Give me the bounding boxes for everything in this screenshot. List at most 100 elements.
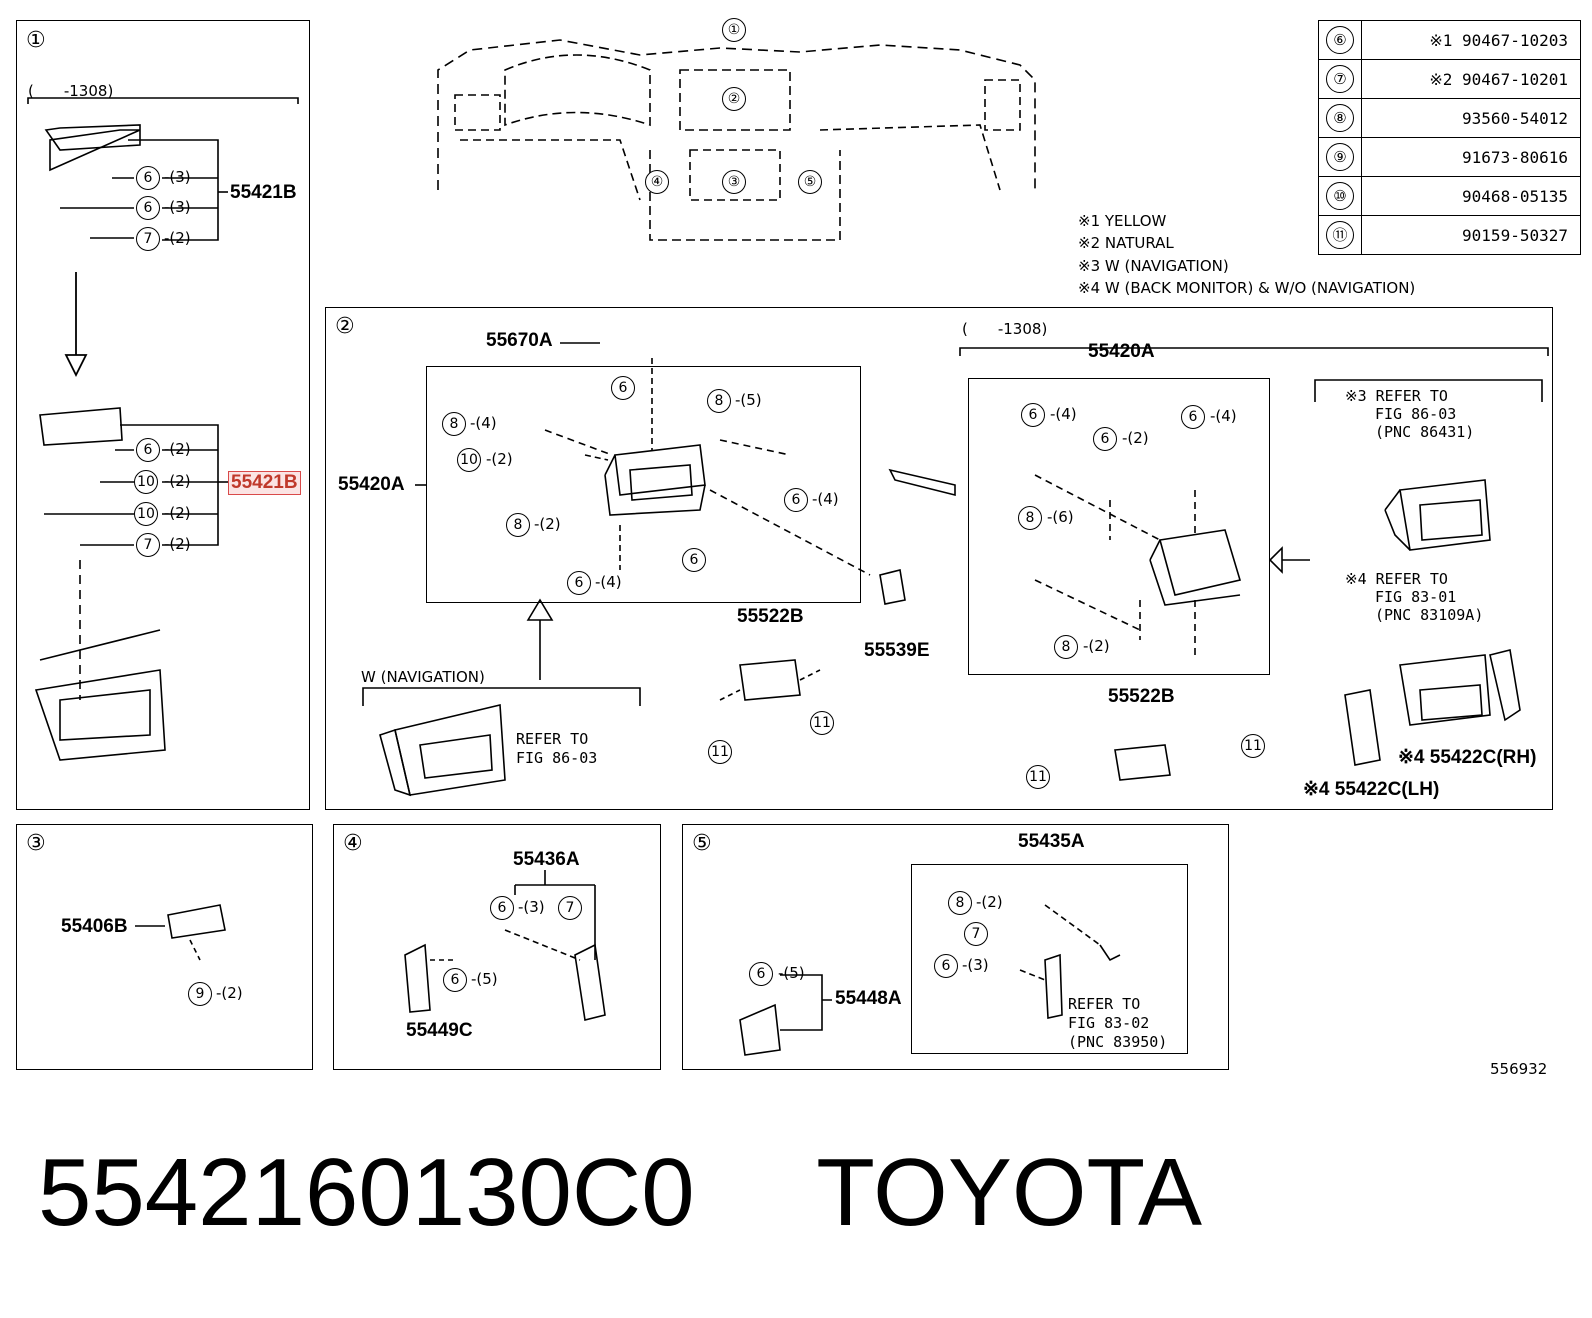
part-label-55435A: 55435A xyxy=(1018,831,1085,852)
part-label-55421B: 55421B xyxy=(230,182,297,203)
callout-6-icon: 6 xyxy=(1181,405,1205,429)
part-label-55522B: 55522B xyxy=(737,606,804,627)
refer-line-2: FIG 83-02 xyxy=(1068,1014,1150,1032)
caption-brand: TOYOTA xyxy=(816,1139,1203,1246)
table-key: ⑧ xyxy=(1326,104,1354,132)
callout-qty: -(2) xyxy=(164,472,191,490)
overview-label-2: ② xyxy=(722,87,746,111)
callout-qty: -(2) xyxy=(164,504,191,522)
table-value: ※2 90467-10201 xyxy=(1361,59,1581,99)
ref4-line-1: ※4 REFER TO xyxy=(1345,570,1448,588)
callout-6-icon: 6 xyxy=(136,196,160,220)
ref3-line-2: FIG 86-03 xyxy=(1375,405,1457,423)
section-1-number: ① xyxy=(26,28,46,53)
callout-8-icon: 8 xyxy=(1018,506,1042,530)
section-5-inner-frame xyxy=(911,864,1188,1054)
callout-8-icon: 8 xyxy=(948,891,972,915)
callout-7-icon: 7 xyxy=(136,533,160,557)
callout-6-icon: 6 xyxy=(136,438,160,462)
callout-qty: -(2) xyxy=(164,440,191,458)
note-1: ※1 YELLOW xyxy=(1078,212,1167,230)
callout-qty: -(2) xyxy=(486,450,513,468)
callout-10-icon: 10 xyxy=(134,502,158,526)
callout-qty: -(2) xyxy=(976,893,1003,911)
callout-qty: -(2) xyxy=(164,229,191,247)
callout-6-icon: 6 xyxy=(567,571,591,595)
callout-7-icon: 7 xyxy=(558,896,582,920)
callout-6-icon: 6 xyxy=(136,166,160,190)
callout-6-icon: 6 xyxy=(1021,403,1045,427)
ref4-line-2: FIG 83-01 xyxy=(1375,588,1457,606)
part-label-55422C-RH: ※4 55422C(RH) xyxy=(1398,747,1537,768)
section-4-number: ④ xyxy=(343,831,363,856)
callout-11-icon: 11 xyxy=(708,740,732,764)
callout-6-icon: 6 xyxy=(749,962,773,986)
table-row: ⑥※1 90467-10203 xyxy=(1318,20,1581,60)
callout-6-icon: 6 xyxy=(682,548,706,572)
ref4-line-3: (PNC 83109A) xyxy=(1375,606,1484,624)
section-2-inner-frame-left xyxy=(426,366,861,603)
callout-qty: -(2) xyxy=(1122,429,1149,447)
ref3-line-3: (PNC 86431) xyxy=(1375,423,1475,441)
overview-label-1: ① xyxy=(722,18,746,42)
caption: 5542160130C0 TOYOTA xyxy=(38,1138,1202,1248)
callout-qty: -(3) xyxy=(164,168,191,186)
callout-qty: -(4) xyxy=(812,490,839,508)
section-3-panel xyxy=(16,824,313,1070)
callout-11-icon: 11 xyxy=(1241,734,1265,758)
nav-fig: FIG 86-03 xyxy=(516,749,598,767)
callout-qty: -(6) xyxy=(1047,508,1074,526)
section-2-range: ( -1308) xyxy=(962,320,1048,338)
callout-qty: -(2) xyxy=(534,515,561,533)
note-4: ※4 W (BACK MONITOR) & W/O (NAVIGATION) xyxy=(1078,279,1416,297)
table-key: ⑪ xyxy=(1326,221,1354,249)
callout-qty: -(4) xyxy=(1210,407,1237,425)
highlighted-part-label-55421B[interactable]: 55421B xyxy=(228,471,301,495)
part-label-55670A: 55670A xyxy=(486,330,553,351)
diagram-id: 556932 xyxy=(1490,1060,1548,1078)
callout-qty: -(5) xyxy=(735,391,762,409)
table-value: 90468-05135 xyxy=(1361,176,1581,216)
callout-8-icon: 8 xyxy=(1054,635,1078,659)
callout-8-icon: 8 xyxy=(506,513,530,537)
ref3-line-1: ※3 REFER TO xyxy=(1345,387,1448,405)
callout-qty: -(4) xyxy=(1050,405,1077,423)
table-value: ※1 90467-10203 xyxy=(1361,20,1581,60)
callout-7-icon: 7 xyxy=(964,922,988,946)
callout-8-icon: 8 xyxy=(442,412,466,436)
note-2: ※2 NATURAL xyxy=(1078,234,1174,252)
part-label-55522B: 55522B xyxy=(1108,686,1175,707)
table-value: 90159-50327 xyxy=(1361,215,1581,255)
section-5-number: ⑤ xyxy=(692,831,712,856)
part-label-55539E: 55539E xyxy=(864,640,930,661)
callout-qty: -(3) xyxy=(518,898,545,916)
table-key: ⑦ xyxy=(1326,65,1354,93)
table-key: ⑥ xyxy=(1326,26,1354,54)
callout-qty: -(5) xyxy=(471,970,498,988)
part-label-55422C-LH: ※4 55422C(LH) xyxy=(1303,779,1440,800)
table-row: ⑦※2 90467-10201 xyxy=(1318,59,1581,99)
overview-label-5: ⑤ xyxy=(798,170,822,194)
callout-9-icon: 9 xyxy=(188,982,212,1006)
callout-11-icon: 11 xyxy=(810,711,834,735)
section-2-number: ② xyxy=(335,314,355,339)
callout-6-icon: 6 xyxy=(934,954,958,978)
note-3: ※3 W (NAVIGATION) xyxy=(1078,257,1229,275)
callout-7-icon: 7 xyxy=(136,227,160,251)
callout-10-icon: 10 xyxy=(457,448,481,472)
nav-refer: REFER TO xyxy=(516,730,589,748)
callout-qty: -(3) xyxy=(164,198,191,216)
section-2-inner-frame-right xyxy=(968,378,1270,675)
refer-line-1: REFER TO xyxy=(1068,995,1141,1013)
callout-6-icon: 6 xyxy=(490,896,514,920)
table-value: 91673-80616 xyxy=(1361,137,1581,177)
callout-qty: -(5) xyxy=(778,964,805,982)
callout-qty: -(4) xyxy=(595,573,622,591)
callout-6-icon: 6 xyxy=(1093,427,1117,451)
table-key: ⑨ xyxy=(1326,143,1354,171)
